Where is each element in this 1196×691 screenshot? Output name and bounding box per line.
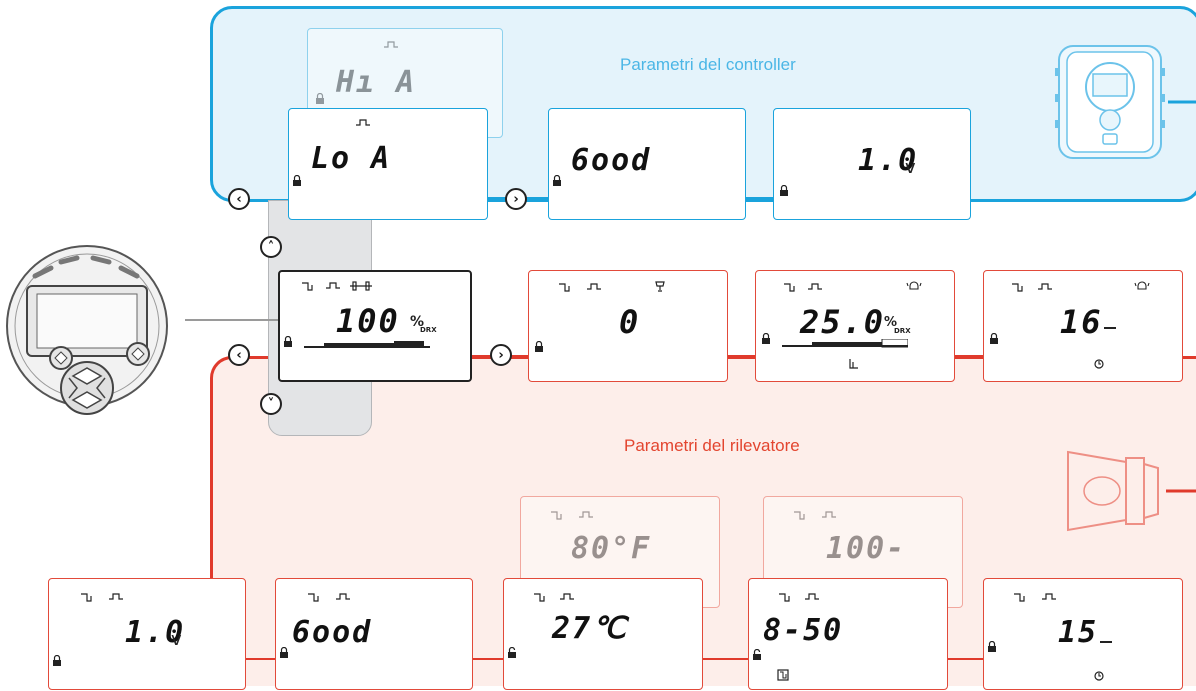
detector-screen-alarm-level[interactable]: 25.0 % DRX: [755, 270, 955, 382]
pulse-icon: [356, 119, 370, 126]
screen-unit: %: [410, 314, 425, 330]
lock-icon: [762, 333, 770, 344]
pulse-icon: [1042, 593, 1056, 600]
pulse-icon: [822, 511, 836, 518]
down-button[interactable]: ˅: [260, 393, 282, 415]
threshold-icon: [849, 359, 858, 369]
tab-icon: [559, 283, 570, 292]
detector-screen-time2[interactable]: 15: [983, 578, 1183, 690]
pulse-icon: [1038, 283, 1052, 290]
screen-unit: %: [884, 315, 898, 330]
screen-value: Lo A: [311, 141, 392, 176]
lock-icon: [553, 175, 561, 186]
controller-title: Parametri del controller: [620, 55, 796, 74]
screen-value: 25.0: [800, 303, 886, 341]
bargraph-indicator: [304, 341, 430, 348]
lock-icon: [780, 185, 788, 196]
tab-icon: [794, 511, 805, 520]
lock-icon: [280, 647, 288, 658]
detector-screen-time[interactable]: 16: [983, 270, 1183, 382]
pulse-icon: [587, 283, 601, 290]
tab-icon: [534, 593, 545, 602]
pulse-icon: [579, 511, 593, 518]
detector-screen-voltage[interactable]: 1.0 v: [48, 578, 246, 690]
screen-value: 0: [619, 303, 641, 341]
main-detector-screen[interactable]: 100 % DRX: [278, 270, 472, 382]
tab-icon: [784, 283, 795, 292]
detector-screen-zero[interactable]: 0: [528, 270, 728, 382]
controller-prev-button[interactable]: ‹: [228, 188, 250, 210]
lock-icon: [284, 336, 292, 347]
bell-icon: [906, 281, 922, 290]
unit-dash: [1104, 327, 1116, 329]
lock-icon: [988, 641, 996, 652]
pulse-icon: [109, 593, 123, 600]
tab-icon: [1012, 283, 1023, 292]
lock-icon: [293, 175, 301, 186]
pulse-icon: [336, 593, 350, 600]
lock-icon: [990, 333, 998, 344]
handheld-device-illustration: [6, 245, 168, 415]
screen-value: 1.0: [125, 615, 186, 650]
trophy-icon: [655, 281, 665, 292]
tab-icon: [779, 593, 790, 602]
controller-screen-lo-a[interactable]: Lo A: [288, 108, 488, 220]
lock-icon: [53, 655, 61, 666]
tab-icon: [302, 282, 313, 291]
controller-screen-good[interactable]: 6ood: [548, 108, 746, 220]
screen-value: 1.0: [858, 143, 919, 178]
detector-screen-good[interactable]: 6ood: [275, 578, 473, 690]
screen-value: 15: [1058, 615, 1099, 650]
screen-subunit: DRX: [894, 327, 911, 335]
screen-value: 27℃: [552, 611, 628, 646]
screen-value: 6ood: [292, 615, 373, 650]
pulse-icon: [326, 282, 340, 289]
screen-value: 8-50: [763, 613, 844, 648]
pulse-icon: [805, 593, 819, 600]
screen-value: Hı A: [336, 65, 417, 100]
tab-icon: [308, 593, 319, 602]
tab-icon: [551, 511, 562, 520]
lock-icon: [316, 93, 324, 104]
bargraph-indicator: [782, 339, 908, 348]
detector-device-icon: [1067, 450, 1159, 532]
screen-value: 100-: [826, 531, 907, 566]
screen-value: 80°F: [571, 531, 652, 566]
detector-screen-range[interactable]: 8-50: [748, 578, 948, 690]
pulse-icon: [808, 283, 822, 290]
barbell-icon: [350, 281, 372, 291]
screen-value: 6ood: [571, 143, 652, 178]
detector-next-button[interactable]: ›: [490, 344, 512, 366]
detector-prev-button[interactable]: ‹: [228, 344, 250, 366]
lock-icon: [535, 341, 543, 352]
bell-icon: [1134, 281, 1150, 290]
up-button[interactable]: ˄: [260, 236, 282, 258]
unit-dash: [1100, 641, 1112, 643]
tab-icon: [1014, 593, 1025, 602]
controller-device-icon: [1055, 45, 1165, 159]
detector-title: Parametri del rilevatore: [624, 436, 800, 455]
screen-subunit: DRX: [420, 326, 437, 334]
screen-value: 16: [1060, 303, 1103, 341]
tab-box-icon: [777, 669, 789, 681]
controller-next-button[interactable]: ›: [505, 188, 527, 210]
unlock-icon: [508, 647, 516, 658]
unlock-icon: [753, 649, 761, 660]
screen-unit: v: [171, 629, 182, 650]
clock-icon: [1094, 359, 1104, 369]
tab-icon: [81, 593, 92, 602]
clock-icon: [1094, 671, 1104, 681]
pulse-icon: [560, 593, 574, 600]
screen-value: 100: [336, 302, 400, 340]
pulse-icon: [384, 41, 398, 48]
controller-screen-voltage[interactable]: 1.0 v: [773, 108, 971, 220]
detector-screen-temp-c[interactable]: 27℃: [503, 578, 703, 690]
screen-unit: v: [905, 157, 916, 178]
